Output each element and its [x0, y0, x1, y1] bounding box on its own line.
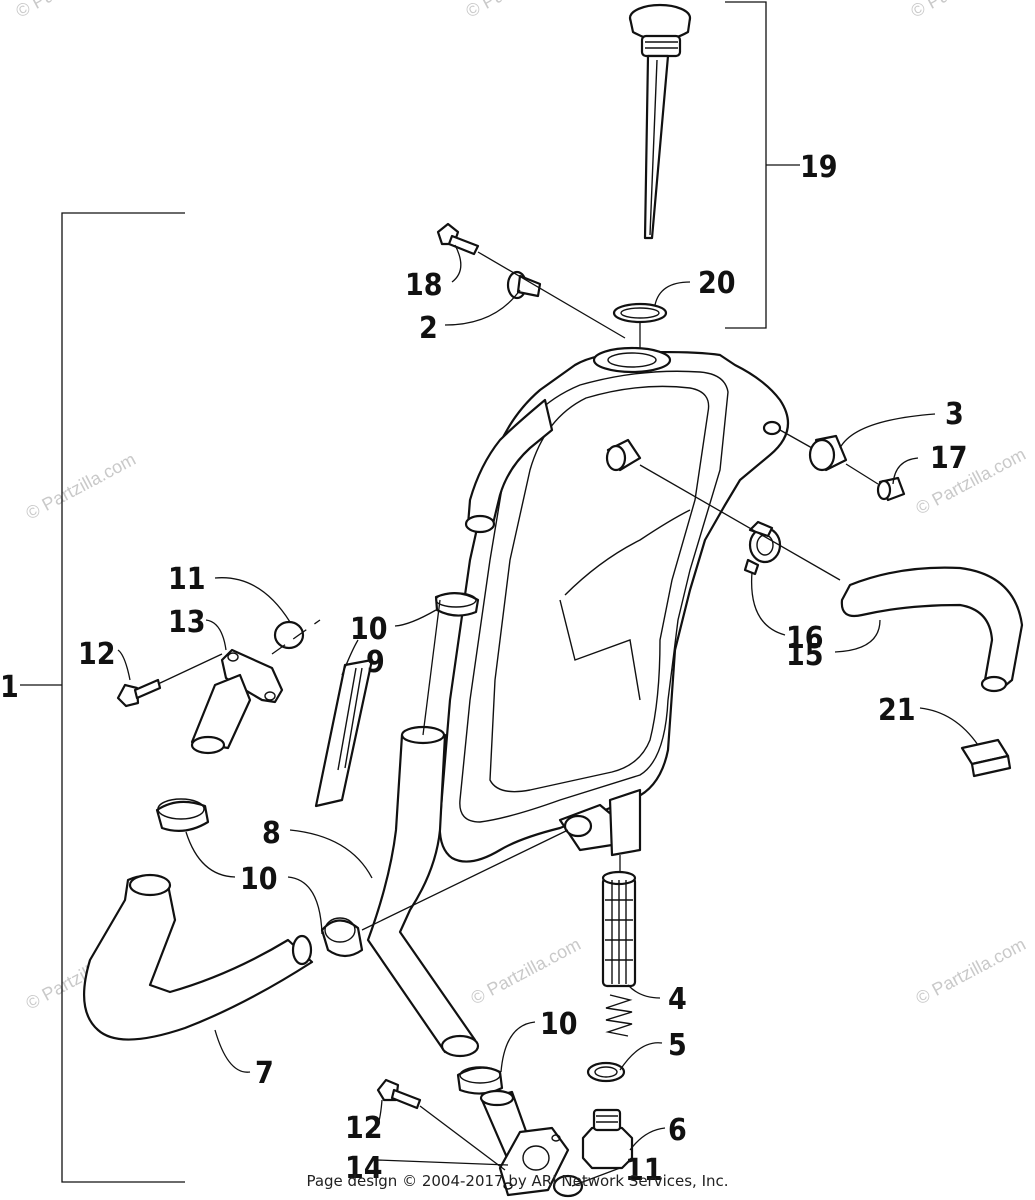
callout-11-lower: 11 — [625, 1153, 663, 1188]
gasket-part — [552, 1174, 584, 1198]
callout-10-left: 10 — [240, 862, 278, 897]
callout-12-upper: 12 — [78, 637, 116, 672]
assembly-bracket-19 — [725, 1, 800, 329]
copyright-footer: Page design © 2004-2017 by ARI Network S… — [306, 1172, 729, 1190]
callout-10-upper: 10 — [350, 612, 388, 647]
outlet-fitting-part — [479, 1089, 570, 1197]
elbow-fitting-part — [190, 648, 284, 755]
callout-10-lower: 10 — [540, 1007, 578, 1042]
spacer-part — [506, 270, 542, 300]
callout-5: 5 — [668, 1028, 687, 1063]
vent-hose-part — [840, 566, 1024, 692]
callouts: 1 2 3 4 5 6 7 8 9 10 10 10 11 11 12 12 1… — [0, 150, 968, 1188]
filter-part — [960, 738, 1012, 778]
callout-3: 3 — [945, 397, 964, 432]
callout-18: 18 — [405, 268, 443, 303]
callout-8: 8 — [262, 816, 281, 851]
dipstick-part — [628, 3, 692, 240]
watermark-text: © Partzilla.com — [907, 0, 1023, 22]
callout-15: 15 — [786, 638, 824, 673]
callout-17: 17 — [930, 441, 968, 476]
oil-screen-part — [601, 870, 637, 988]
callout-21: 21 — [878, 693, 916, 728]
bolt-part — [436, 222, 480, 256]
watermark-text: © Partzilla.com — [22, 449, 138, 524]
watermark-text: © Partzilla.com — [12, 0, 128, 22]
callout-16: 16 — [786, 621, 824, 656]
hose-clamp-part — [320, 917, 364, 958]
callout-2: 2 — [419, 311, 438, 346]
leader-lines — [117, 244, 979, 1187]
gasket-part — [273, 620, 305, 650]
hose-clamp-part — [155, 798, 210, 833]
callout-6: 6 — [668, 1113, 687, 1148]
callout-7: 7 — [255, 1056, 274, 1091]
bushing-part — [876, 476, 906, 502]
callout-1: 1 — [0, 670, 19, 705]
callout-20: 20 — [698, 266, 736, 301]
oil-tank-part — [438, 346, 790, 863]
callout-13: 13 — [168, 605, 206, 640]
callout-12-lower: 12 — [345, 1111, 383, 1146]
drain-plug-part — [581, 1108, 634, 1170]
callout-9: 9 — [366, 645, 385, 680]
bolt-part — [116, 678, 162, 708]
assembly-bracket-1 — [20, 212, 185, 1183]
hose-clamp-part — [434, 592, 480, 617]
decal-part — [314, 658, 374, 808]
callout-14: 14 — [345, 1151, 383, 1186]
callout-19: 19 — [800, 150, 838, 185]
o-ring-part — [612, 302, 668, 324]
grommet-part — [808, 434, 848, 472]
hose-clamp-part — [456, 1066, 504, 1095]
supply-hose-part — [83, 874, 314, 1041]
callout-4: 4 — [668, 982, 687, 1017]
watermark-text: © Partzilla.com — [462, 0, 578, 22]
watermark-text: © Partzilla.com — [467, 934, 583, 1009]
callout-11-upper: 11 — [168, 562, 206, 597]
spring-part — [605, 994, 633, 1037]
watermark-text: © Partzilla.com — [912, 934, 1028, 1009]
washer-part — [586, 1061, 626, 1083]
hose-clamp-part — [743, 520, 782, 576]
bolt-part — [376, 1078, 422, 1110]
